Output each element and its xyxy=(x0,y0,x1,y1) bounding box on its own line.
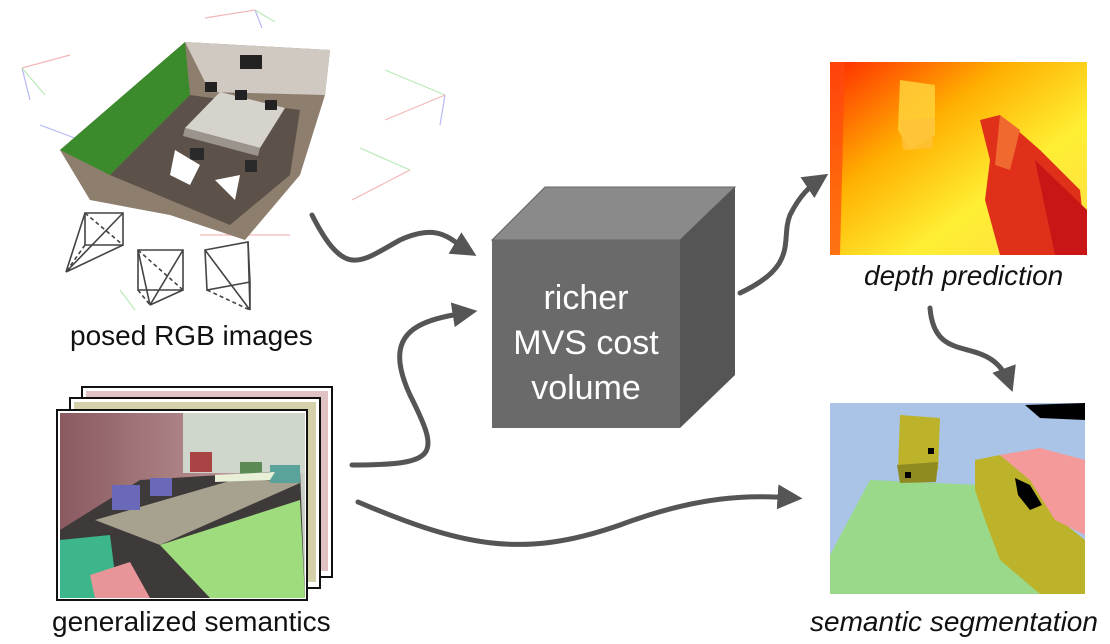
generalized-semantics-figure xyxy=(56,386,333,601)
camera-frustum-icon xyxy=(65,212,124,273)
cube-label: richer MVS cost volume xyxy=(492,276,680,411)
camera-frustum-icon xyxy=(137,249,184,306)
curved-arrow-icon xyxy=(309,212,477,263)
curved-arrow-icon xyxy=(349,302,478,468)
generalized-semantics-label: generalized semantics xyxy=(52,606,331,637)
semantic-segmentation-label: semantic segmentation xyxy=(810,606,1098,637)
curved-arrow-icon xyxy=(737,173,829,296)
cube-label-line1: richer xyxy=(543,279,629,317)
posed-rgb-images-figure xyxy=(21,9,446,311)
semantic-segmentation-figure xyxy=(830,403,1085,594)
camera-frustum-icon xyxy=(204,241,251,311)
curved-arrow-icon xyxy=(355,484,803,547)
depth-prediction-figure xyxy=(830,62,1087,255)
curved-arrow-icon xyxy=(927,305,1016,393)
posed-rgb-images-label: posed RGB images xyxy=(70,320,313,351)
cube-label-line3: volume xyxy=(531,369,641,407)
mvs-cost-volume-cube xyxy=(490,186,737,428)
cube-label-line2: MVS cost xyxy=(513,324,659,362)
depth-prediction-label: depth prediction xyxy=(864,260,1064,291)
